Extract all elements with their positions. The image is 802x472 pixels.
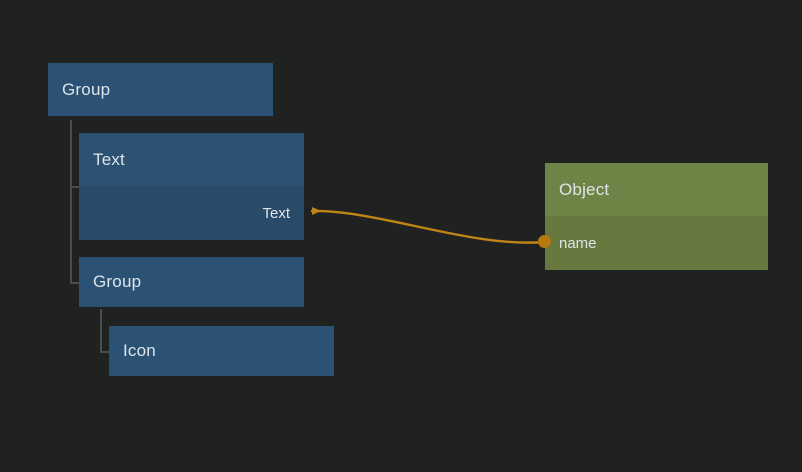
node-icon[interactable]: Icon [109,326,334,376]
node-group-root[interactable]: Group [48,63,273,116]
node-object[interactable]: Object name [545,163,768,270]
node-title-text: Text [79,133,304,186]
tree-connector-trunk-group [100,309,102,353]
node-title-object: Object [545,163,768,216]
node-title-group-child: Group [79,257,304,307]
node-row-object-name[interactable]: name [545,216,768,270]
node-text[interactable]: Text Text [79,133,304,240]
node-title-group-root: Group [48,63,273,116]
tree-connector-trunk-root [70,120,72,284]
link-object-name-to-text[interactable] [310,207,547,244]
tree-connector-stub-group [70,282,82,284]
tree-connector-stub-icon [100,351,112,353]
node-title-icon: Icon [109,326,334,376]
tree-connector-stub-text [70,186,82,188]
port-dot-object-name[interactable] [538,235,551,248]
node-row-text-text[interactable]: Text [79,186,304,240]
node-group-child[interactable]: Group [79,257,304,307]
